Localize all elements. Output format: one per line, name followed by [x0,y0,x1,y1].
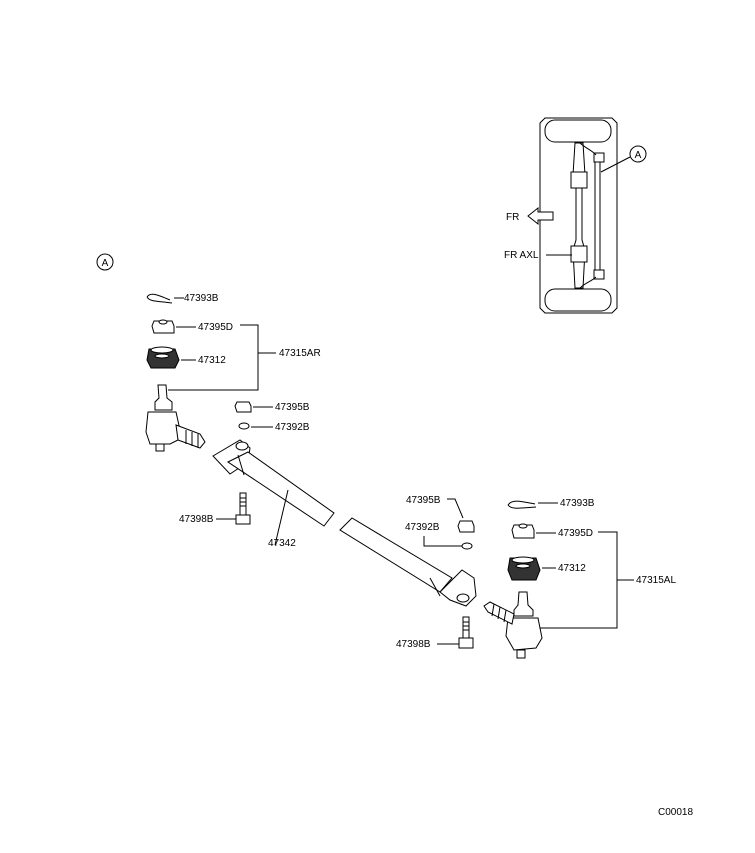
label-boot-right: 47312 [198,355,226,366]
inset-tie-rod [594,154,601,276]
clamp-bolt-left-group: 47398B [179,492,251,525]
tie-rod-end-bottom-left [516,649,526,659]
label-washer-right: 47392B [405,522,440,533]
label-clamp-bolt-left: 47398B [179,514,214,525]
axle-pad-bottom [570,245,588,263]
label-cotter-pin-right: 47393B [184,293,219,304]
label-washer-left: 47392B [275,422,310,433]
view-marker-text: A [102,258,109,269]
label-nut-right: 47395D [198,322,233,333]
inset-marker-text: A [635,150,642,161]
inset-tie-rod-end-top [593,152,605,163]
tie-rod-end-body-left [505,617,543,651]
axle-beam [572,142,586,289]
tie-rod-end-stud-right [154,384,173,411]
label-clamp-nut-left: 47395B [275,402,310,413]
nut-left [511,524,535,539]
tie-rod-end-bottom-right [155,443,165,452]
boot-left [507,557,541,581]
label-assy-right: 47315AR [279,348,321,359]
view-marker-circle [96,253,114,271]
front-wheel-top [544,119,612,143]
clamp-hardware-right: 47395B 47392B [405,495,475,550]
label-clamp-bolt-right: 47398B [396,639,431,650]
chassis-inset: A FR FR AXL [504,117,647,314]
label-nut-left: 47395D [558,528,593,539]
label-tie-rod: 47342 [268,538,296,549]
clamp-bolt-left [239,492,247,516]
clamp-bolt-right-group: 47398B [396,616,474,650]
label-clamp-nut-right: 47395B [406,495,441,506]
bracket-assy-left [532,531,618,629]
clamp-nut-right [457,520,475,533]
washer-left [238,422,250,430]
label-boot-left: 47312 [558,563,586,574]
tie-rod-end-arm-right [175,424,206,449]
clamp-nut-left [234,401,252,413]
bracket-assy-right [168,324,259,391]
cotter-pin-left [507,500,537,509]
clamp-hardware-left: 47395B 47392B [234,401,310,433]
figure-code: C00018 [658,807,693,818]
inset-leader [600,156,631,173]
inset-marker-circle [629,145,647,163]
axle-label: FR AXL [504,250,539,261]
axle-pad-top [570,171,588,189]
front-wheel-bottom [544,288,612,312]
nut-right [151,320,175,334]
inset-tie-rod-end-bottom [593,269,605,280]
tie-rod-tube: 47342 [212,439,477,607]
cotter-pin-right [146,293,173,304]
left-end-stack: 47393B 47395D 47312 47315AL [483,498,676,659]
washer-right [461,542,473,550]
tie-rod-tube-right [339,517,453,593]
tie-rod-tube-left [227,451,335,527]
clamp-bolt-right [462,616,470,640]
front-arrow [527,206,554,226]
right-end-stack: 47393B 47395D 47312 47315AR [145,293,321,452]
front-label: FR [506,212,519,223]
boot-right [146,348,180,369]
label-assy-left: 47315AL [636,575,676,586]
label-cotter-pin-left: 47393B [560,498,595,509]
tie-rod-end-body-right [145,411,181,445]
tie-rod-end-stud-left [513,591,534,617]
